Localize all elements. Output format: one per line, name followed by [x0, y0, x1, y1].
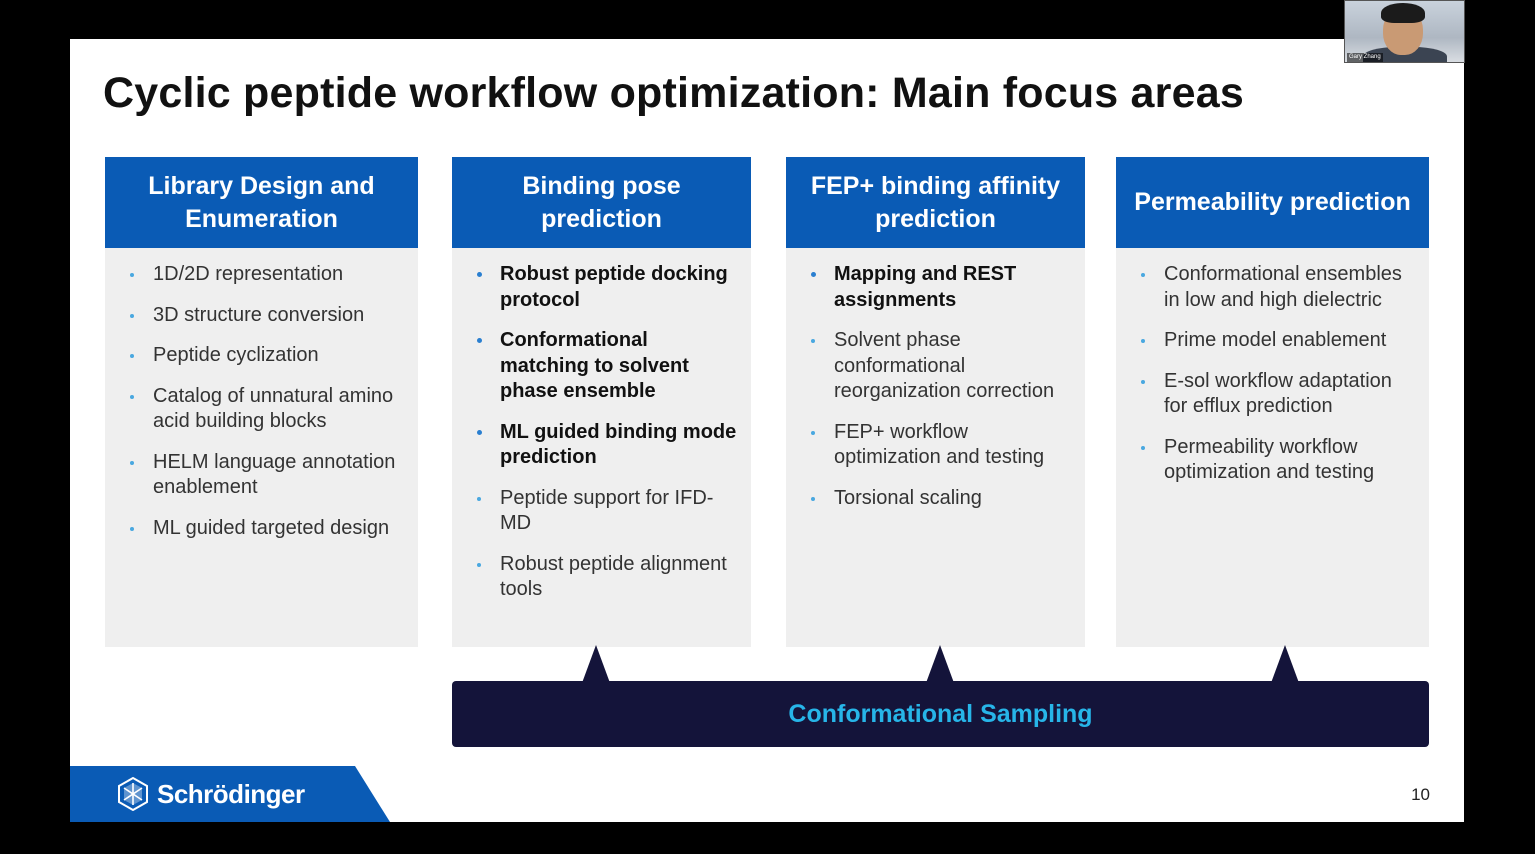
bullet-dot-icon [130, 526, 134, 531]
bullet-item: E-sol workflow adaptation for efflux pre… [1141, 369, 1415, 420]
logo-text: Schrödinger [157, 778, 305, 809]
bullet-dot-icon [130, 313, 134, 318]
column-heading: Binding pose prediction [452, 157, 751, 248]
column-body: Conformational ensembles in low and high… [1116, 248, 1429, 647]
bullet-text: E-sol workflow adaptation for efflux pre… [1164, 369, 1392, 418]
bullet-item: Permeability workflow optimization and t… [1141, 435, 1415, 486]
bullet-item: Robust peptide alignment tools [477, 552, 737, 603]
bullet-item: 3D structure conversion [130, 303, 404, 329]
page-number: 10 [1411, 785, 1430, 804]
bullet-text: 1D/2D representation [153, 263, 344, 285]
bullet-item: Prime model enablement [1141, 328, 1415, 354]
footer-band [70, 766, 390, 822]
participant-hair [1381, 3, 1425, 23]
pointer-arrow [1271, 645, 1299, 683]
bullet-dot-icon [1141, 273, 1145, 277]
bullet-item: ML guided binding mode prediction [477, 420, 737, 471]
bullet-text: ML guided binding mode prediction [500, 420, 737, 469]
bullet-text: Catalog of unnatural amino acid building… [153, 384, 394, 433]
bullet-text: Conformational ensembles in low and high… [1164, 263, 1402, 311]
bullet-item: Peptide support for IFD-MD [477, 486, 737, 537]
bullet-dot-icon [130, 273, 134, 277]
column-heading: FEP+ binding affinity prediction [786, 157, 1085, 248]
schrodinger-logo-icon [118, 777, 148, 811]
bullet-item: Conformational ensembles in low and high… [1141, 262, 1415, 313]
bullet-item: HELM language annotation enablement [130, 450, 404, 501]
bullet-text: Peptide support for IFD-MD [500, 486, 714, 535]
pointer-arrow [582, 645, 610, 683]
bullet-text: Permeability workflow optimization and t… [1164, 435, 1375, 484]
bullet-list: Conformational ensembles in low and high… [1141, 262, 1415, 486]
bullet-text: Robust peptide docking protocol [500, 263, 728, 311]
bullet-text: Solvent phase conformational reorganizat… [834, 329, 1055, 402]
bullet-text: ML guided targeted design [153, 516, 390, 539]
presentation-slide: Cyclic peptide workflow optimization: Ma… [70, 39, 1464, 822]
company-logo: Schrödinger [117, 776, 305, 812]
bullet-dot-icon [477, 272, 482, 277]
bullet-dot-icon [477, 496, 481, 501]
bullet-dot-icon [130, 460, 134, 465]
bullet-text: Robust peptide alignment tools [500, 552, 727, 601]
bullet-list: 1D/2D representation 3D structure convers… [130, 262, 404, 541]
webcam-thumbnail[interactable]: Gary Zhang [1344, 0, 1465, 63]
bullet-dot-icon [1141, 379, 1145, 384]
bullet-dot-icon [130, 394, 134, 399]
bullet-text: Prime model enablement [1164, 329, 1387, 351]
column-heading: Library Design and Enumeration [105, 157, 418, 248]
bullet-text: Conformational matching to solvent phase… [500, 329, 689, 402]
bullet-dot-icon [811, 430, 815, 435]
bullet-dot-icon [811, 496, 815, 501]
bullet-item: ML guided targeted design [130, 516, 404, 542]
bullet-item: Conformational matching to solvent phase… [477, 328, 737, 405]
bullet-dot-icon [130, 354, 134, 358]
bullet-item: 1D/2D representation [130, 262, 404, 288]
bullet-dot-icon [477, 429, 482, 435]
pointer-arrow [926, 645, 954, 683]
bullet-dot-icon [811, 272, 816, 277]
bullet-text: Mapping and REST assignments [834, 263, 1017, 311]
bullet-text: Peptide cyclization [153, 344, 319, 366]
slide-title: Cyclic peptide workflow optimization: Ma… [103, 69, 1244, 117]
bullet-dot-icon [1141, 445, 1145, 450]
bullet-item: Peptide cyclization [130, 343, 404, 369]
column-body: 1D/2D representation 3D structure convers… [105, 248, 418, 647]
bullet-text: 3D structure conversion [153, 303, 365, 326]
column-binding-pose: Binding pose prediction Robust peptide d… [452, 157, 751, 647]
sampling-label: Conformational Sampling [788, 699, 1093, 728]
bullet-dot-icon [1141, 339, 1145, 343]
participant-name: Gary Zhang [1347, 53, 1383, 62]
bullet-text: FEP+ workflow optimization and testing [834, 420, 1045, 469]
bullet-text: HELM language annotation enablement [153, 450, 396, 499]
bullet-item: Catalog of unnatural amino acid building… [130, 384, 404, 435]
column-fep-binding-affinity: FEP+ binding affinity prediction Mapping… [786, 157, 1085, 647]
column-library-design: Library Design and Enumeration 1D/2D rep… [105, 157, 418, 647]
bullet-dot-icon [477, 562, 481, 567]
bullet-item: Torsional scaling [811, 486, 1071, 512]
bullet-item: Mapping and REST assignments [811, 262, 1071, 313]
bullet-item: Robust peptide docking protocol [477, 262, 737, 313]
conformational-sampling-bar: Conformational Sampling [452, 681, 1429, 747]
bullet-dot-icon [477, 338, 482, 343]
column-heading: Permeability prediction [1116, 157, 1429, 248]
column-permeability: Permeability prediction Conformational e… [1116, 157, 1429, 647]
bullet-text: Torsional scaling [834, 486, 982, 509]
bullet-item: Solvent phase conformational reorganizat… [811, 328, 1071, 405]
bullet-dot-icon [811, 339, 815, 343]
bullet-item: FEP+ workflow optimization and testing [811, 420, 1071, 471]
